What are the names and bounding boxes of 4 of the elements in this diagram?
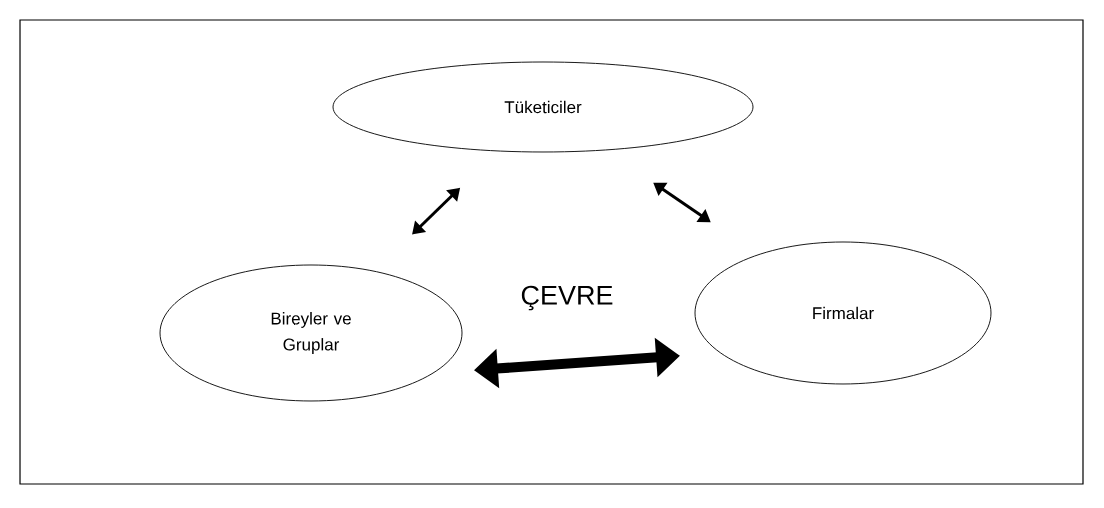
ellipse-node: Bireyler ve Gruplar — [159, 264, 463, 402]
environment-label: ÇEVRE — [521, 285, 613, 311]
ellipse-node: Firmalar — [694, 241, 992, 385]
ellipse-node: Tüketiciler — [332, 61, 754, 153]
